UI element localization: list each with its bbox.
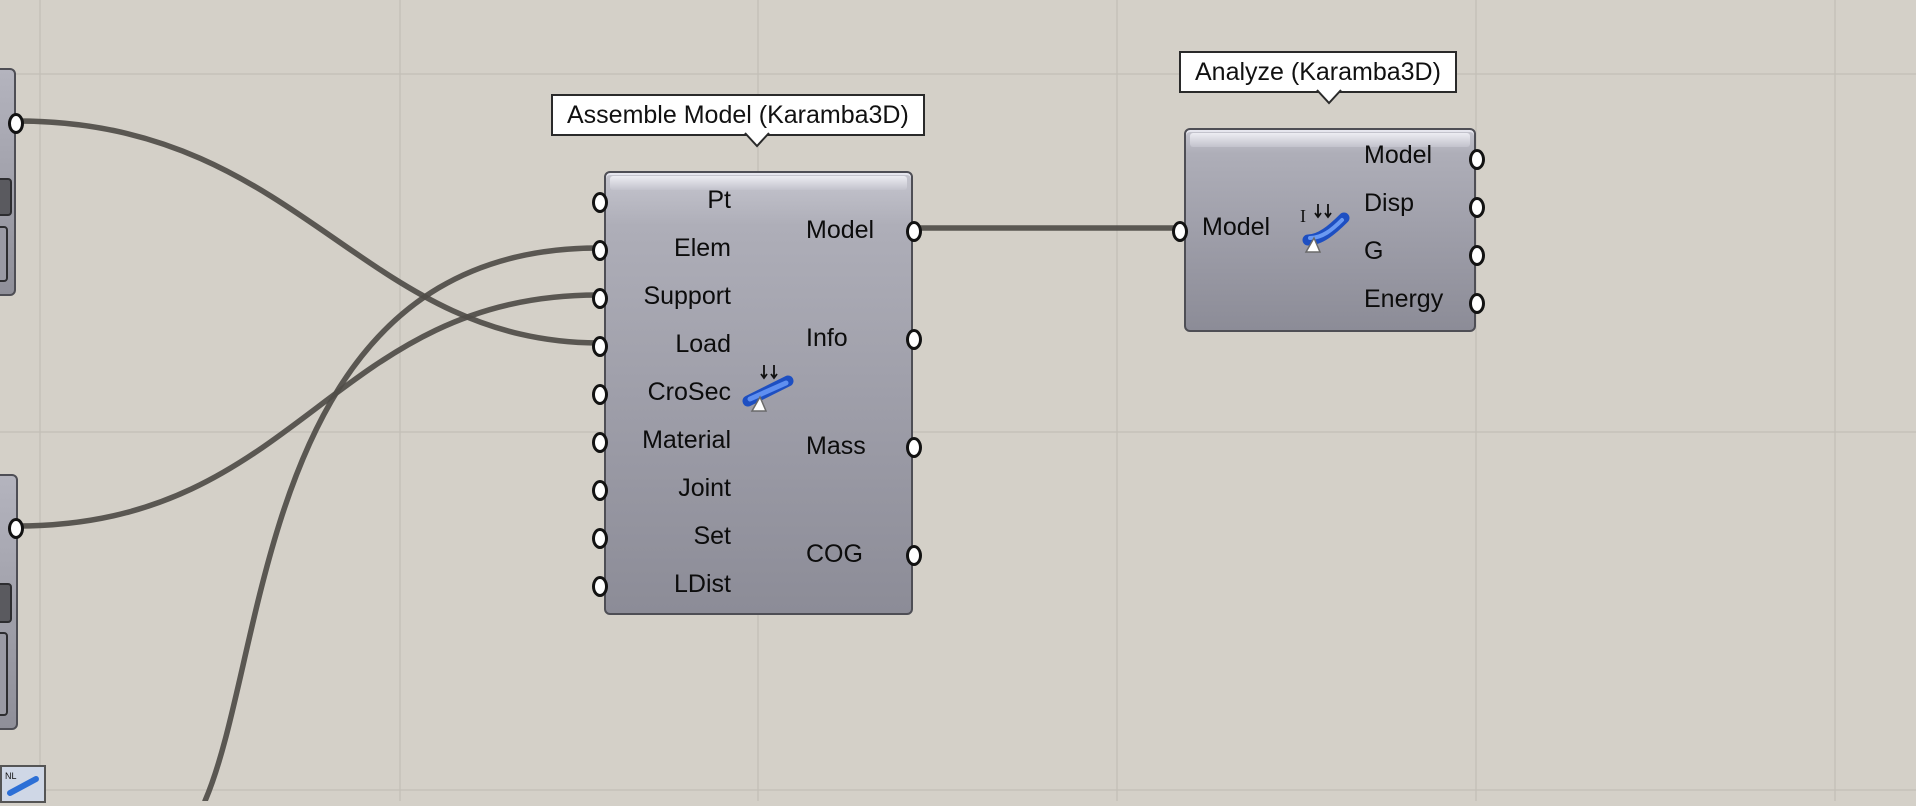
nl-icon: NL (5, 771, 39, 796)
assemble-grip-out-cog[interactable] (906, 545, 922, 566)
analyze-input-model[interactable]: Model (1202, 213, 1271, 241)
assemble-input-set[interactable]: Set (693, 522, 731, 550)
analyze-output-energy[interactable]: Energy (1364, 285, 1444, 313)
assemble-input-ldist[interactable]: LDist (674, 570, 731, 598)
assemble-grip-out-model[interactable] (906, 221, 922, 242)
assemble-tooltip-pointer (744, 132, 770, 148)
left-component-top-output[interactable] (8, 113, 24, 134)
analyze-output-g[interactable]: G (1364, 237, 1384, 265)
assemble-input-support[interactable]: Support (643, 282, 731, 310)
left-component-bottom-tab-2[interactable] (0, 632, 8, 716)
assemble-grip-set[interactable] (592, 528, 608, 549)
assemble-grip-pt[interactable] (592, 192, 608, 213)
assemble-model-component[interactable]: Pt Elem Support Load CroSec Material Joi… (604, 171, 913, 615)
analyze-grip-out-model[interactable] (1469, 149, 1485, 170)
assemble-input-material[interactable]: Material (642, 426, 731, 454)
left-component-top-tab-2[interactable] (0, 226, 8, 282)
assemble-model-icon (742, 365, 794, 412)
assemble-output-cog[interactable]: COG (806, 540, 863, 568)
assemble-grip-out-mass[interactable] (906, 437, 922, 458)
assemble-grip-elem[interactable] (592, 240, 608, 261)
assemble-output-info[interactable]: Info (806, 324, 848, 352)
analyze-icon: I (1300, 204, 1350, 253)
wire-to-support[interactable] (14, 292, 601, 529)
assemble-tooltip: Assemble Model (Karamba3D) (551, 94, 925, 136)
assemble-grip-ldist[interactable] (592, 576, 608, 597)
left-component-top-tab[interactable] (0, 178, 12, 216)
assemble-grip-support[interactable] (592, 288, 608, 309)
analyze-tooltip: Analyze (Karamba3D) (1179, 51, 1457, 93)
assemble-grip-material[interactable] (592, 432, 608, 453)
analyze-grip-out-energy[interactable] (1469, 293, 1485, 314)
analyze-component[interactable]: Model I Model Disp G Energy (1184, 128, 1476, 332)
assemble-grip-out-info[interactable] (906, 329, 922, 350)
assemble-input-load[interactable]: Load (675, 330, 731, 358)
svg-text:I: I (1300, 206, 1306, 226)
assemble-input-joint[interactable]: Joint (678, 474, 731, 502)
assemble-input-crosec[interactable]: CroSec (647, 378, 731, 406)
analyze-grip-in-model[interactable] (1172, 221, 1188, 242)
assemble-output-model[interactable]: Model (806, 216, 875, 244)
assemble-grip-load[interactable] (592, 336, 608, 357)
assemble-output-mass[interactable]: Mass (806, 432, 866, 460)
svg-text:NL: NL (5, 771, 17, 781)
assemble-grip-joint[interactable] (592, 480, 608, 501)
wire-to-elem[interactable] (202, 245, 601, 801)
analyze-grip-out-g[interactable] (1469, 245, 1485, 266)
left-component-bottom-tab[interactable] (0, 583, 12, 623)
assemble-input-elem[interactable]: Elem (674, 234, 731, 262)
wire-to-load[interactable] (14, 118, 601, 346)
assemble-grip-crosec[interactable] (592, 384, 608, 405)
analyze-output-model[interactable]: Model (1364, 141, 1433, 169)
mini-component-icon[interactable]: NL (0, 765, 46, 803)
left-component-bottom-output[interactable] (8, 518, 24, 539)
analyze-tooltip-pointer (1316, 89, 1342, 105)
analyze-grip-out-disp[interactable] (1469, 197, 1485, 218)
assemble-input-pt[interactable]: Pt (707, 186, 731, 214)
analyze-output-disp[interactable]: Disp (1364, 189, 1415, 217)
